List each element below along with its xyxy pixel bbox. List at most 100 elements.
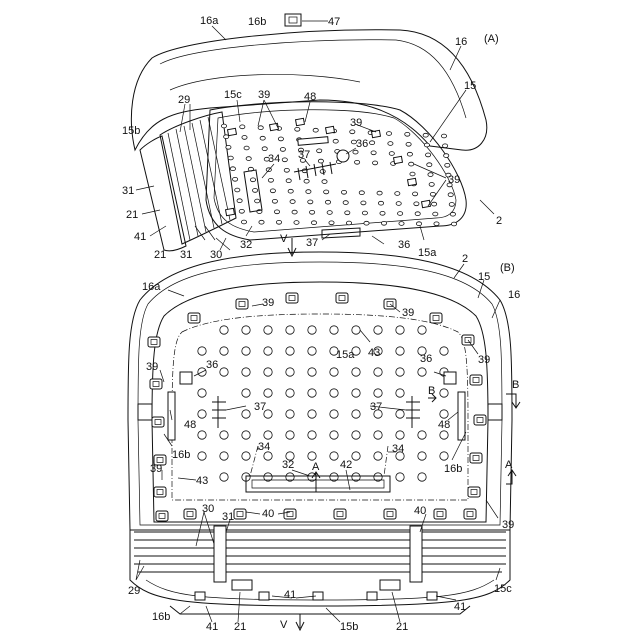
vent-hole: [418, 431, 426, 439]
label-b-16b2: 16b: [444, 463, 462, 475]
boss-39: [464, 509, 476, 519]
vent-hole: [443, 144, 448, 148]
boss-39: [154, 487, 166, 497]
vent-hole: [318, 159, 323, 163]
label-a-29: 29: [178, 94, 190, 106]
vent-hole: [313, 128, 318, 132]
label-b-16: 16: [508, 289, 520, 301]
bottom-frame-15b: [170, 606, 470, 614]
boss-39: [150, 379, 162, 389]
vent-hole: [396, 431, 404, 439]
vent-hole: [355, 160, 360, 164]
boss-39: [148, 337, 160, 347]
dashed-34-right: [384, 446, 388, 476]
boss-39: [156, 511, 168, 521]
vent-hole: [330, 368, 338, 376]
boss-39: [284, 509, 296, 519]
vent-hole: [286, 410, 294, 418]
arrow-v-b: [296, 614, 304, 630]
vent-hole: [286, 389, 294, 397]
label-a-36b: 36: [398, 239, 410, 251]
vent-hole: [220, 368, 228, 376]
vent-hole: [242, 347, 250, 355]
vent-hole: [398, 212, 403, 216]
vent-hole: [396, 389, 404, 397]
vent-hole: [353, 150, 358, 154]
view-b-plan: (B) 2 15 16 16a 39 39 43 15a 39 39 36 36…: [128, 252, 520, 633]
hook-21-left: [232, 580, 252, 590]
label-b-39c: 39: [478, 354, 490, 366]
vent-hole: [308, 452, 316, 460]
view-a-perspective: 16a 16b 47 16 15 29 15c 39 48 39 15b 34 …: [122, 14, 502, 261]
label-a-2: 2: [496, 215, 502, 227]
label-b-39e: 39: [150, 463, 162, 475]
vent-hole: [317, 149, 322, 153]
leader-lines-a: [136, 21, 494, 250]
vent-hole: [242, 136, 247, 140]
vent-hole: [235, 188, 240, 192]
vent-hole: [242, 326, 250, 334]
vent-hole: [396, 368, 404, 376]
vent-hole: [362, 211, 367, 215]
label-b-40a: 40: [262, 508, 274, 520]
vent-hole: [352, 326, 360, 334]
vent-hole: [445, 163, 450, 167]
vent-hole: [198, 347, 206, 355]
clip-41: [195, 592, 205, 600]
boss-39: [228, 128, 237, 135]
vent-hole: [327, 211, 332, 215]
rails-30: [134, 532, 506, 572]
label-a-39c: 39: [448, 174, 460, 186]
label-b-36b: 36: [420, 353, 432, 365]
label-a-30: 30: [210, 249, 222, 261]
vent-hole: [308, 431, 316, 439]
vent-hole: [389, 152, 394, 156]
vent-hole: [242, 389, 250, 397]
vent-hole: [441, 134, 446, 138]
vent-hole: [324, 190, 329, 194]
label-a-47: 47: [328, 16, 340, 28]
label-b-B2: B: [512, 379, 519, 391]
ribs-37-left: [212, 396, 226, 428]
label-b-15b: 15b: [340, 621, 358, 633]
vent-hole: [330, 326, 338, 334]
vent-hole: [270, 189, 275, 193]
view-label-a: (A): [484, 33, 499, 45]
vent-hole: [346, 221, 351, 225]
vent-hole: [424, 143, 429, 147]
boss-39: [408, 178, 417, 185]
label-a-15c: 15c: [224, 89, 242, 101]
boss-39: [470, 453, 482, 463]
panel-holes-b: [198, 326, 448, 481]
vent-hole: [322, 180, 327, 184]
tab-16b-right: [488, 404, 502, 420]
vent-hole: [418, 368, 426, 376]
clip-36-a: [337, 150, 349, 162]
vent-hole: [374, 368, 382, 376]
arrow-v-a: [288, 238, 296, 256]
vent-hole: [380, 211, 385, 215]
clip-36-left: [180, 372, 192, 384]
vent-hole: [440, 410, 448, 418]
vent-hole: [450, 212, 455, 216]
vent-hole: [352, 431, 360, 439]
label-b-B1: B: [428, 385, 435, 397]
vent-hole: [374, 452, 382, 460]
boss-39: [434, 509, 446, 519]
vent-hole: [377, 191, 382, 195]
label-b-41c: 41: [454, 601, 466, 613]
vent-hole: [325, 200, 330, 204]
vent-hole: [286, 347, 294, 355]
vent-hole: [268, 178, 273, 182]
boss-39: [394, 156, 403, 163]
vent-hole: [352, 389, 360, 397]
vent-hole: [396, 473, 404, 481]
label-b-48b: 48: [438, 419, 450, 431]
vent-hole: [198, 431, 206, 439]
vent-hole: [407, 152, 412, 156]
vent-hole: [440, 389, 448, 397]
vent-hole: [374, 431, 382, 439]
vent-hole: [440, 452, 448, 460]
vent-hole: [198, 410, 206, 418]
vent-hole: [308, 347, 316, 355]
